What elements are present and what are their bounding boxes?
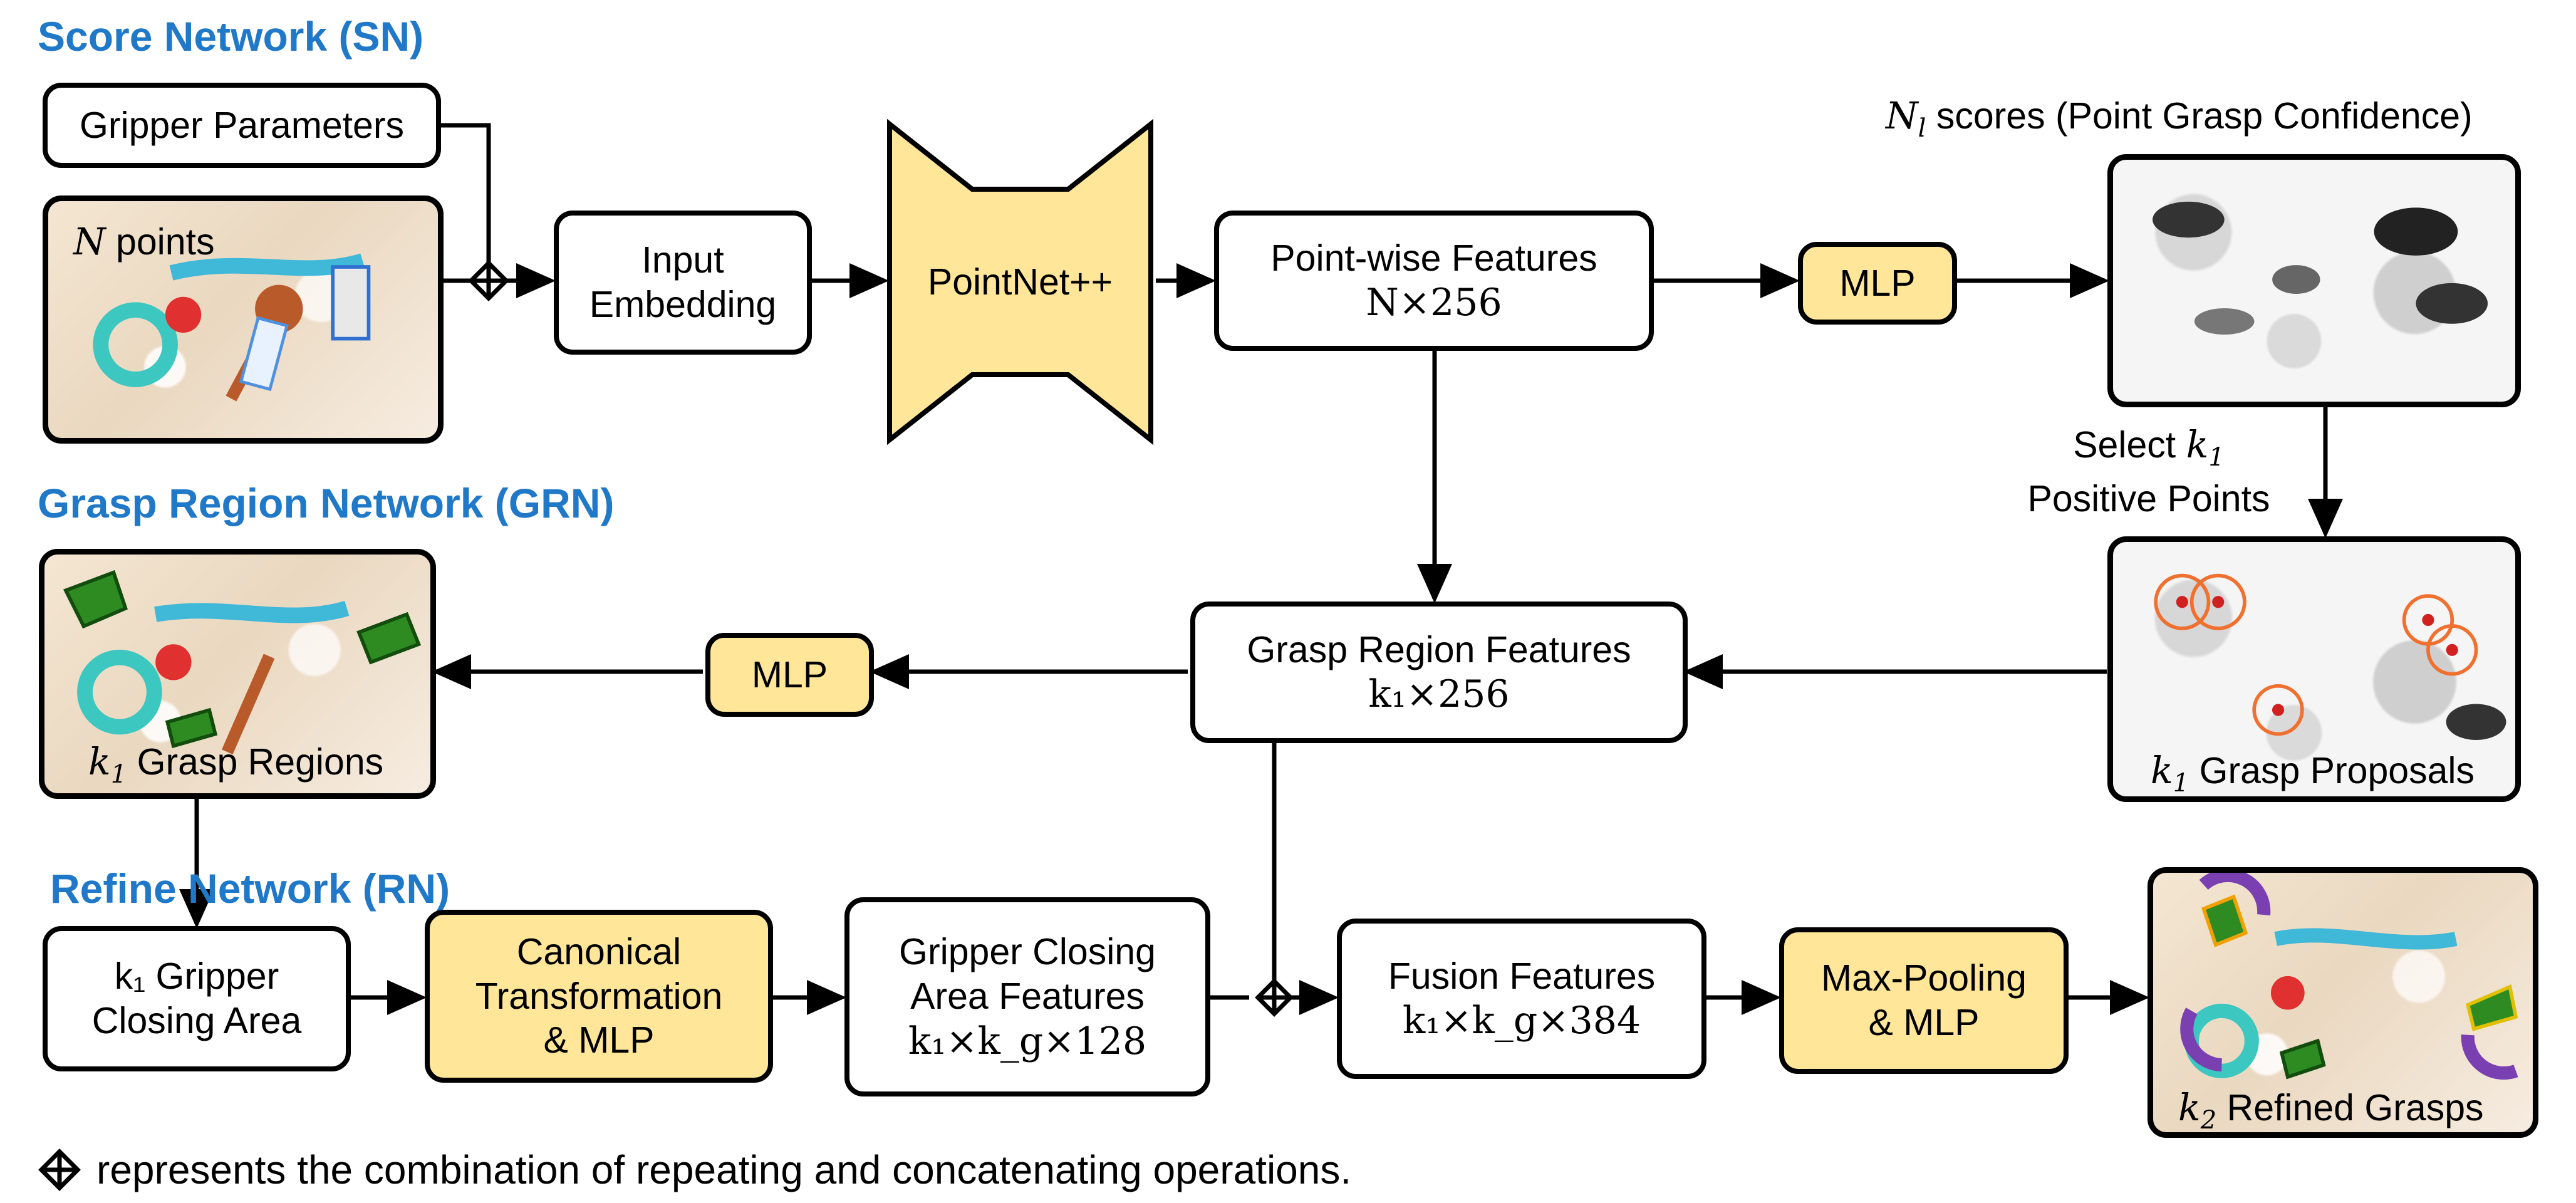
combine-op-icon bbox=[38, 1148, 81, 1191]
gripper-parameters-label: Gripper Parameters bbox=[79, 104, 405, 146]
gripper-closing-area-box: k₁ Gripper Closing Area bbox=[43, 926, 351, 1071]
grasp-proposals-image: k1 Grasp Proposals bbox=[2107, 536, 2521, 802]
footnote-text: represents the combination of repeating … bbox=[96, 1147, 1352, 1192]
point-wise-features-box: Point-wise Features N×256 bbox=[1214, 211, 1654, 351]
canonical-line3: & MLP bbox=[543, 1019, 655, 1061]
scores-heatmap-image bbox=[2107, 154, 2521, 407]
input-embedding-line1: Input bbox=[641, 239, 724, 281]
scores-point-cloud bbox=[2153, 201, 2488, 335]
refined-grasps-label: k2 Refined Grasps bbox=[2178, 1086, 2484, 1135]
closing-features-line1: Gripper Closing bbox=[899, 931, 1156, 973]
refined-grasps-scene bbox=[2180, 873, 2518, 1080]
grn-mlp-box: MLP bbox=[705, 633, 874, 717]
refined-grasps-image: k2 Refined Grasps bbox=[2148, 867, 2538, 1138]
pointnet-shape bbox=[887, 119, 1153, 445]
pointnet-label: PointNet++ bbox=[927, 261, 1113, 303]
section-title-grasp-region-network: Grasp Region Network (GRN) bbox=[38, 480, 615, 526]
section-title-refine-network: Refine Network (RN) bbox=[50, 865, 450, 912]
sn-mlp-box: MLP bbox=[1798, 242, 1957, 325]
sn-mlp-label: MLP bbox=[1839, 262, 1916, 304]
input-point-cloud-image: N points bbox=[43, 195, 444, 444]
section-title-score-network: Score Network (SN) bbox=[38, 13, 424, 60]
gripper-parameters-box: Gripper Parameters bbox=[43, 83, 441, 168]
input-embedding-box: Input Embedding bbox=[554, 211, 812, 355]
max-pooling-mlp-box: Max-Pooling & MLP bbox=[1779, 927, 2069, 1074]
grasp-regions-label: k1 Grasp Regions bbox=[88, 740, 384, 789]
grn-mlp-label: MLP bbox=[751, 654, 828, 695]
max-pooling-line1: Max-Pooling bbox=[1821, 957, 2027, 999]
gripper-closing-features-box: Gripper Closing Area Features k₁×k_g×128 bbox=[844, 897, 1210, 1096]
canonical-line2: Transformation bbox=[475, 975, 723, 1017]
pointnet-block: PointNet++ bbox=[885, 119, 1156, 445]
max-pooling-line2: & MLP bbox=[1868, 1002, 1980, 1043]
input-embedding-line2: Embedding bbox=[589, 284, 777, 325]
scores-label: Nl scores (Point Grasp Confidence) bbox=[1886, 94, 2473, 143]
grasp-regions-scene bbox=[63, 570, 422, 754]
combine-op-icon bbox=[1255, 978, 1294, 1017]
grasp-region-features-box: Grasp Region Features k₁×256 bbox=[1190, 602, 1688, 743]
fusion-features-box: Fusion Features k₁×k_g×384 bbox=[1337, 919, 1706, 1079]
canonical-line1: Canonical bbox=[516, 930, 682, 972]
closing-features-line2: Area Features bbox=[910, 976, 1145, 1017]
grasp-proposals-label: k1 Grasp Proposals bbox=[2151, 749, 2475, 798]
canonical-transformation-box: Canonical Transformation & MLP bbox=[425, 910, 773, 1083]
fusion-features-line1: Fusion Features bbox=[1388, 955, 1656, 997]
n-points-label: N points bbox=[73, 220, 215, 263]
fusion-features-dims: k₁×k_g×384 bbox=[1402, 999, 1641, 1043]
point-wise-features-line1: Point-wise Features bbox=[1270, 237, 1597, 279]
combine-op-icon bbox=[468, 260, 509, 301]
gripper-closing-area-line1: k₁ Gripper bbox=[114, 956, 279, 997]
closing-features-dims: k₁×k_g×128 bbox=[908, 1019, 1147, 1063]
grasp-proposals-scene bbox=[2154, 573, 2506, 740]
point-wise-features-dims: N×256 bbox=[1366, 281, 1502, 325]
grasp-regions-image: k1 Grasp Regions bbox=[39, 549, 436, 799]
point-cloud-scene bbox=[93, 253, 371, 402]
grasp-region-features-dims: k₁×256 bbox=[1368, 672, 1510, 717]
gripper-closing-area-line2: Closing Area bbox=[91, 1000, 302, 1041]
select-positive-points-label: Select k1 Positive Points bbox=[2027, 423, 2270, 519]
footnote: represents the combination of repeating … bbox=[38, 1147, 1351, 1193]
grasp-region-features-line1: Grasp Region Features bbox=[1247, 628, 1631, 670]
